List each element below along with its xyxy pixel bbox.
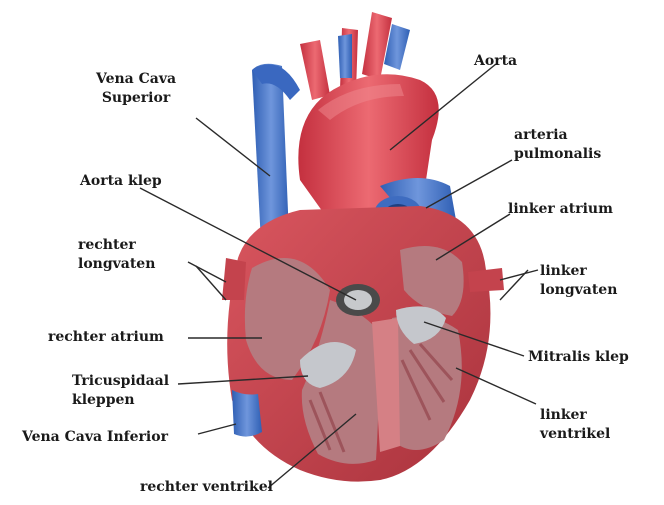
label-mitralis-klep: Mitralis klep	[528, 348, 629, 367]
label-aorta-klep: Aorta klep	[80, 172, 162, 191]
label-rechter-ventrikel: rechter ventrikel	[140, 478, 273, 497]
label-aorta: Aorta	[474, 52, 517, 71]
heart-body	[227, 206, 490, 482]
label-linker-atrium: linker atrium	[508, 200, 613, 219]
label-line: kleppen	[72, 391, 169, 410]
label-linker-longvaten: linker longvaten	[540, 262, 617, 300]
label-vena-cava-inferior: Vena Cava Inferior	[22, 428, 168, 447]
label-line: linker	[540, 262, 617, 281]
label-linker-ventrikel: linker ventrikel	[540, 406, 610, 444]
label-rechter-atrium: rechter atrium	[48, 328, 164, 347]
label-line: longvaten	[540, 281, 617, 300]
label-arteria-pulmonalis: arteria pulmonalis	[514, 126, 601, 164]
label-line: ventrikel	[540, 425, 610, 444]
label-line: Superior	[96, 89, 176, 108]
vena-cava-inferior-vessel	[232, 390, 262, 437]
label-line: pulmonalis	[514, 145, 601, 164]
label-line: Tricuspidaal	[72, 372, 169, 391]
label-vena-cava-superior: Vena Cava Superior	[96, 70, 176, 108]
label-line: rechter	[78, 236, 155, 255]
label-line: longvaten	[78, 255, 155, 274]
label-line: Vena Cava	[96, 70, 176, 89]
label-rechter-longvaten: rechter longvaten	[78, 236, 155, 274]
label-line: linker	[540, 406, 610, 425]
label-line: arteria	[514, 126, 601, 145]
label-tricuspidaal-kleppen: Tricuspidaal kleppen	[72, 372, 169, 410]
